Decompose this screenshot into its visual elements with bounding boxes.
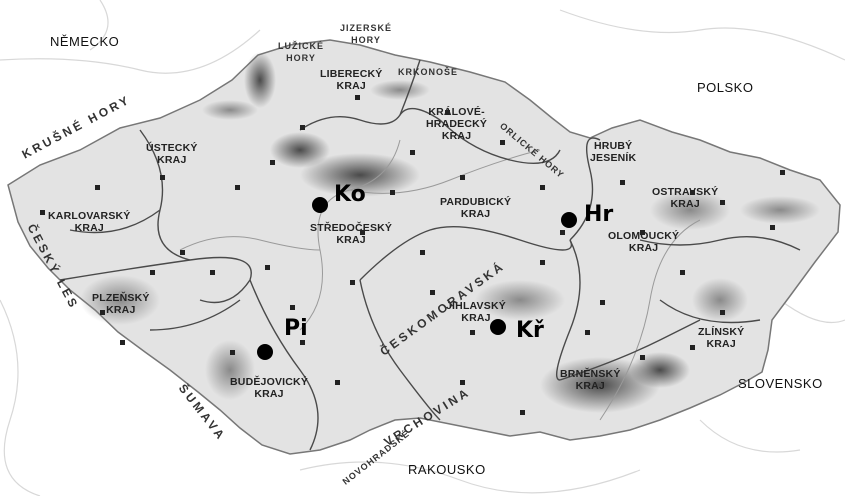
region-label-budejovicky: BUDĚJOVICKÝ KRAJ	[230, 376, 309, 400]
region-label-brnensky: BRNĚNSKÝ KRAJ	[560, 368, 621, 392]
region-label-olomoucky: OLOMOUCKÝ KRAJ	[608, 230, 680, 254]
country-label-slovensko: SLOVENSKO	[738, 376, 823, 391]
region-label-plzensky: PLZEŇSKÝ KRAJ	[92, 292, 150, 316]
marker-label-hr: Hr	[584, 202, 614, 227]
region-label-ostravsky: OSTRAVSKÝ KRAJ	[652, 186, 719, 210]
country-shape	[7, 39, 841, 455]
mountain-label-jizerske-hory: JIZERSKÉ HORY	[340, 23, 393, 45]
region-label-stredocesky: STŘEDOČESKÝ KRAJ	[310, 222, 393, 246]
town-dots	[40, 95, 785, 415]
region-label-liberecky: LIBERECKÝ KRAJ	[320, 68, 383, 92]
marker-label-ko: Ko	[334, 182, 366, 207]
mountain-label-luzicke-hory: LUŽICKÉ HORY	[278, 41, 324, 63]
region-label-ustecky: ÚSTECKÝ KRAJ	[146, 142, 198, 166]
country-label-nemecko: NĚMECKO	[50, 34, 120, 49]
country-label-polsko: POLSKO	[697, 80, 754, 95]
rivers	[179, 139, 701, 421]
mountain-label-hruby-jesenik: HRUBÝ JESENÍK	[590, 140, 637, 164]
marker-dot-pi	[257, 344, 273, 360]
region-label-karlovarsky: KARLOVARSKÝ KRAJ	[48, 210, 131, 234]
marker-dot-ko	[312, 197, 328, 213]
country-label-rakousko: RAKOUSKO	[408, 462, 486, 477]
region-borders	[59, 59, 801, 451]
marker-dot-kr	[490, 319, 506, 335]
relief-shading	[80, 52, 820, 413]
marker-dot-hr	[561, 212, 577, 228]
region-label-pardubicky: PARDUBICKÝ KRAJ	[440, 196, 512, 220]
region-label-jihlavsky: JIHLAVSKÝ KRAJ	[446, 300, 506, 324]
marker-label-kr: Kř	[516, 318, 544, 343]
marker-label-pi: Pi	[284, 316, 308, 341]
region-label-kralovehradecky: KRÁLOVÉ- HRADECKÝ KRAJ	[426, 106, 488, 142]
mountain-label-krkonose: KRKONOŠE	[398, 67, 459, 77]
region-label-zlinsky: ZLÍNSKÝ KRAJ	[698, 326, 745, 350]
